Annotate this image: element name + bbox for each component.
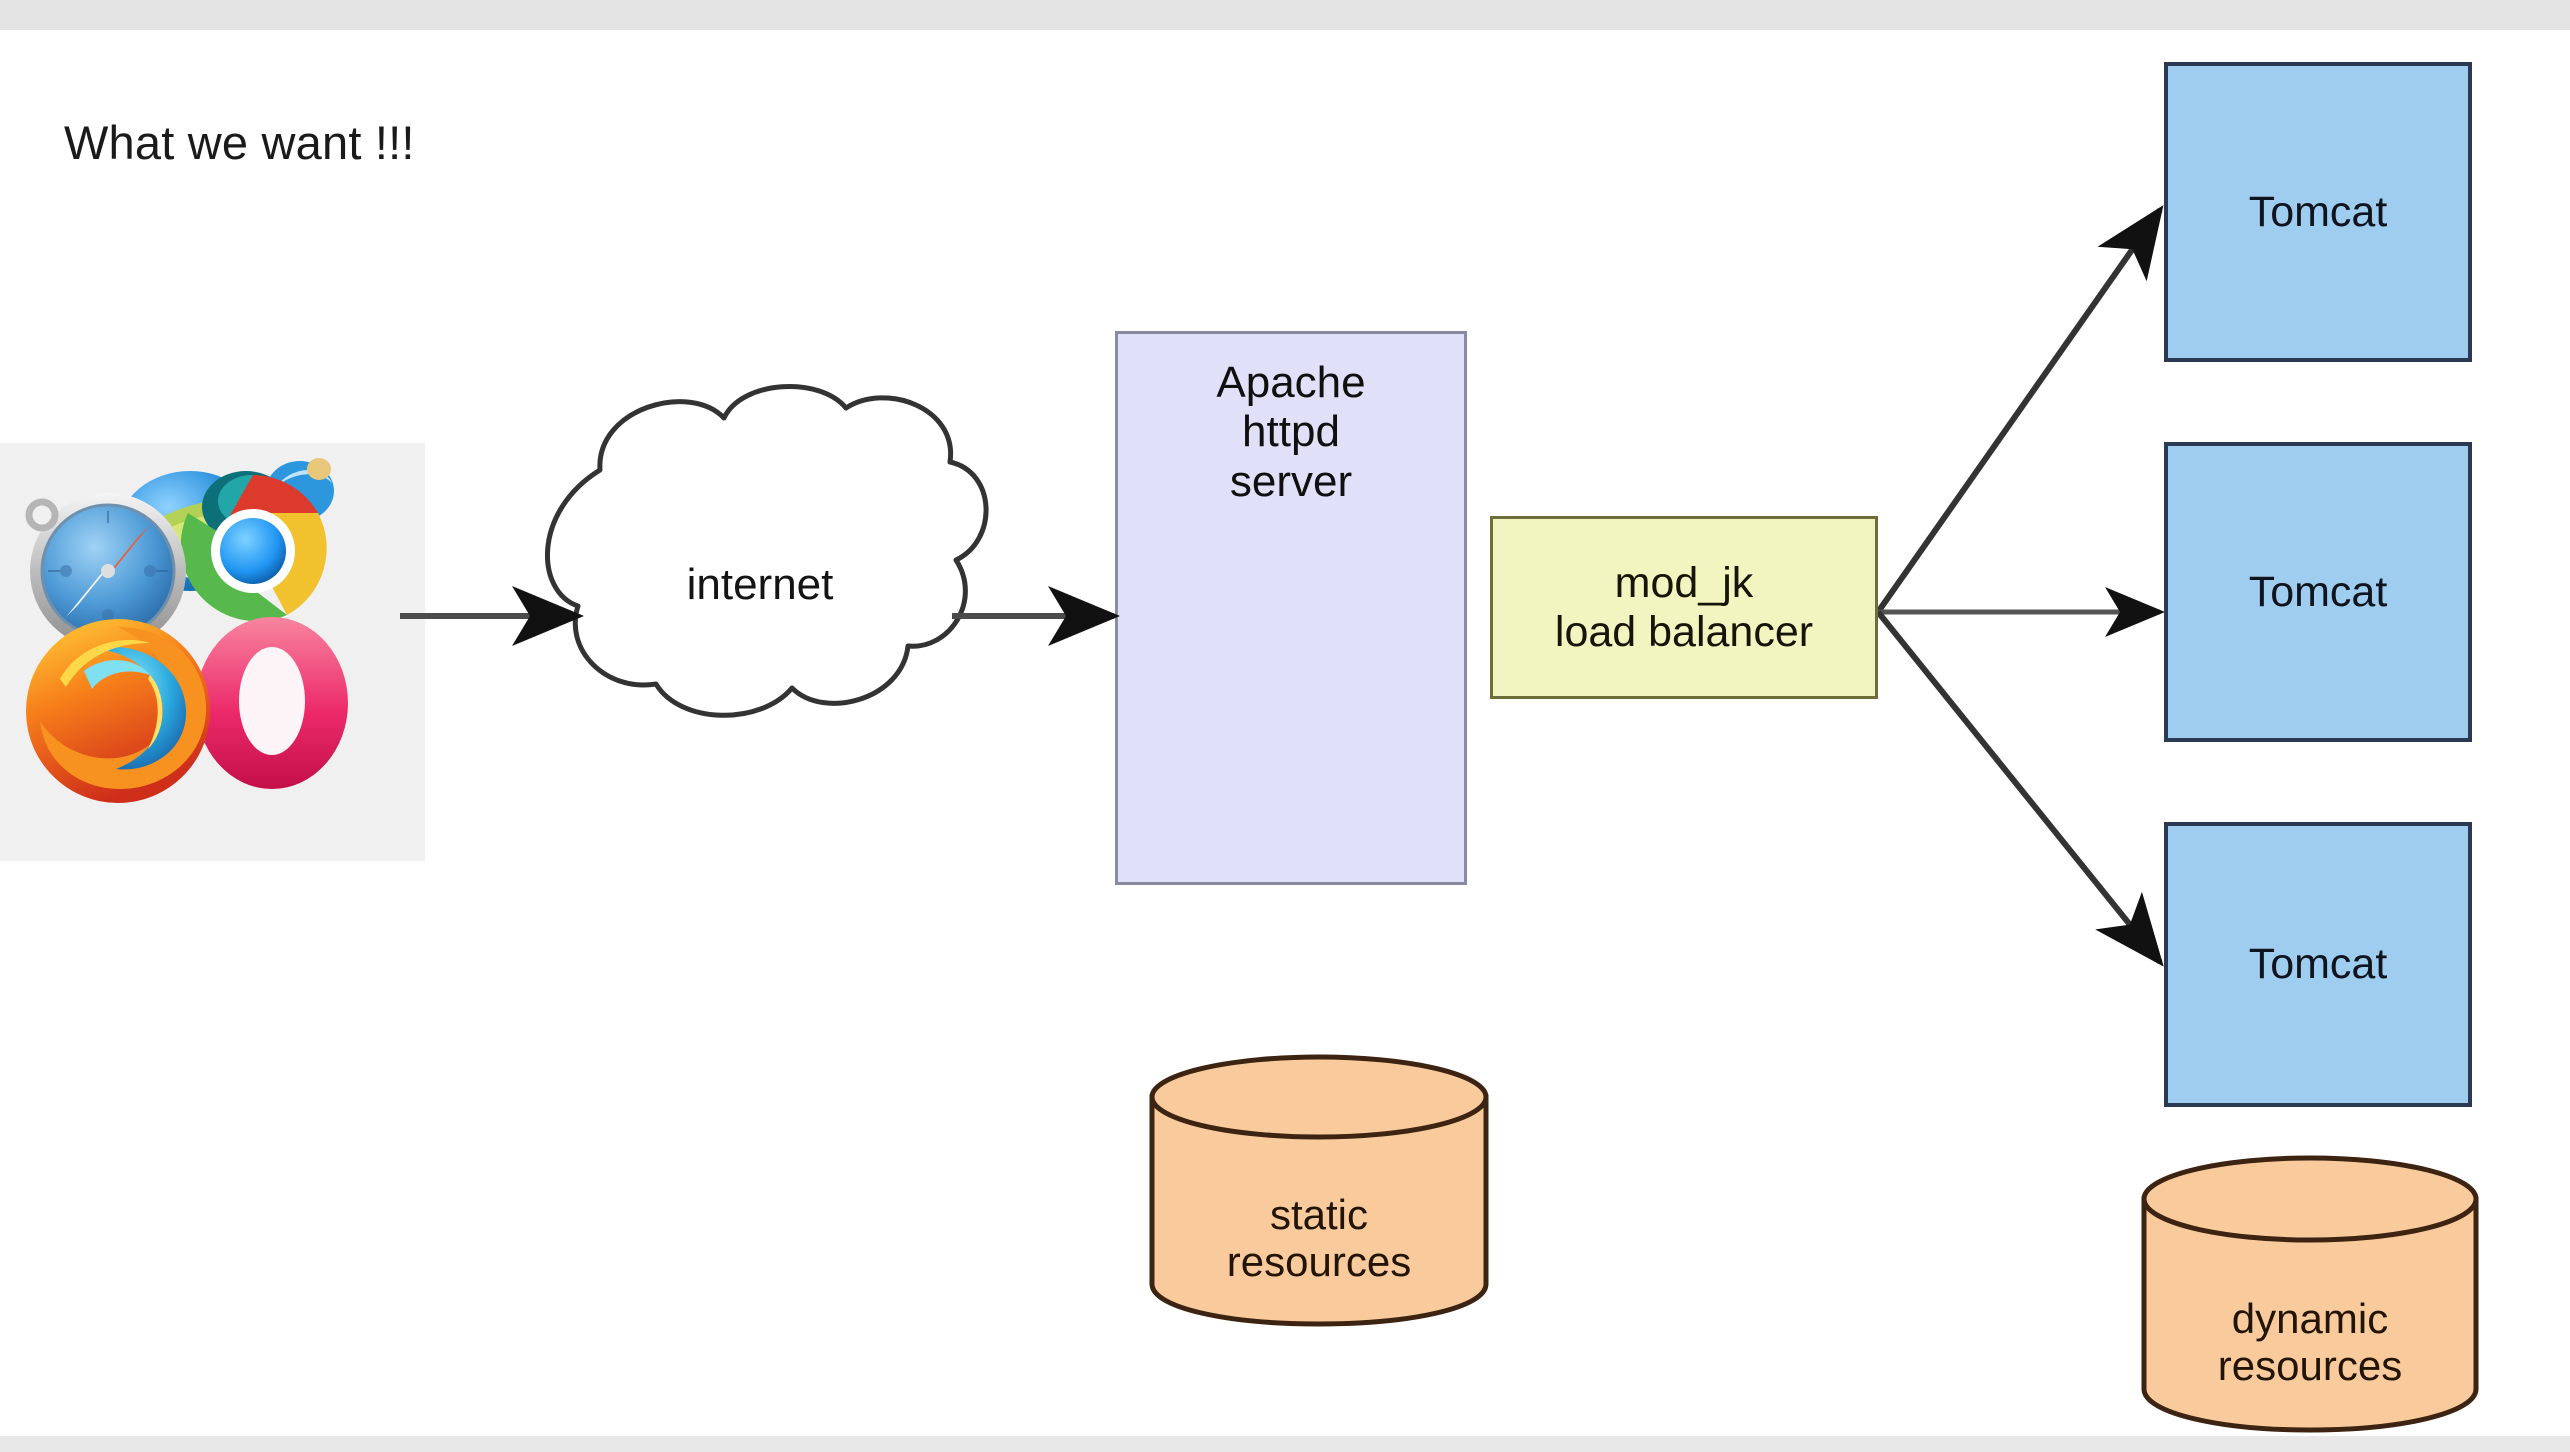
apache-label-line1: Apache: [1216, 358, 1366, 407]
chrome-icon: [180, 475, 327, 622]
modjk-to-tomcat-3-arrow: [1875, 610, 2164, 967]
modjk-label-line2: load balancer: [1554, 607, 1814, 656]
tomcat-label-3: Tomcat: [2248, 940, 2388, 989]
tomcat-node-3[interactable]: Tomcat: [2164, 822, 2472, 1107]
page-title: What we want !!!: [64, 116, 415, 169]
bottom-chrome-bar: [0, 1436, 2570, 1452]
modjk-label-line1: mod_jk: [1614, 559, 1754, 608]
modjk-to-tomcat-1-arrow: [1875, 205, 2164, 614]
internet-cloud-shape: [544, 384, 989, 718]
firefox-icon: [26, 619, 210, 803]
top-chrome-bar: [0, 0, 2570, 30]
mod-jk-load-balancer-node[interactable]: mod_jk load balancer: [1490, 516, 1878, 699]
apache-label-line3: server: [1229, 456, 1353, 506]
tomcat-label-1: Tomcat: [2248, 187, 2388, 236]
tomcat-node-2[interactable]: Tomcat: [2164, 442, 2472, 742]
static-resources-cylinder[interactable]: static resources: [1148, 1053, 1490, 1328]
internet-cloud-label: internet: [686, 560, 834, 609]
dynamic-resources-cylinder[interactable]: dynamic resources: [2140, 1153, 2480, 1435]
safari-icon: [25, 493, 186, 649]
tomcat-label-2: Tomcat: [2248, 567, 2388, 616]
tomcat-node-1[interactable]: Tomcat: [2164, 62, 2472, 362]
apache-label-line2: httpd: [1242, 407, 1340, 457]
opera-icon: [196, 617, 348, 789]
apache-httpd-server-node[interactable]: Apache httpd server: [1115, 331, 1467, 885]
web-browsers-image: [0, 443, 425, 861]
